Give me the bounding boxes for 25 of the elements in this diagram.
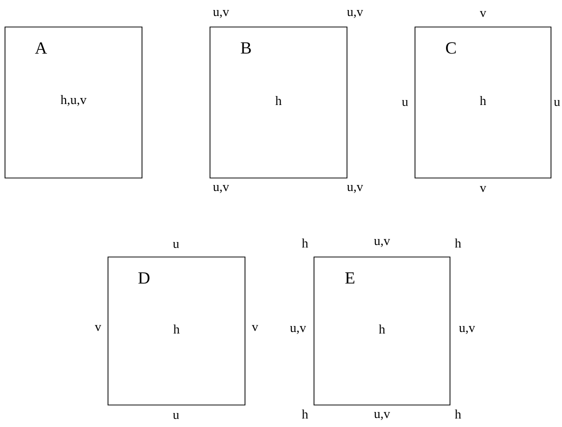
variable-label: v [252, 324, 258, 332]
grid-cell-box: C h [414, 26, 552, 178]
variable-label: u,v [459, 326, 476, 334]
variable-label: u,v [347, 10, 364, 18]
grid-cell-box: E h [314, 256, 450, 406]
variable-label: h [302, 238, 308, 248]
variable-label: u [554, 100, 560, 106]
variable-label: u [172, 412, 180, 420]
variable-label: v [94, 324, 102, 332]
variable-label: u [172, 242, 180, 248]
variable-label: u,v [347, 185, 364, 193]
grid-cell-box: B h [210, 26, 348, 178]
variable-label: u,v [374, 239, 390, 247]
variable-label: h [454, 409, 462, 418]
grid-cell-box: D h [108, 256, 246, 406]
variable-label: u,v [374, 412, 390, 420]
variable-label: v [480, 10, 486, 18]
variable-label: u,v [290, 326, 306, 334]
variable-label: u [402, 100, 408, 106]
variable-label: v [480, 186, 486, 192]
variable-label: h [454, 238, 462, 248]
grid-cell-box: A h,u,v [4, 26, 142, 178]
variable-label: h [302, 409, 308, 418]
variable-label: u,v [213, 185, 230, 193]
variable-label: u,v [213, 10, 230, 18]
